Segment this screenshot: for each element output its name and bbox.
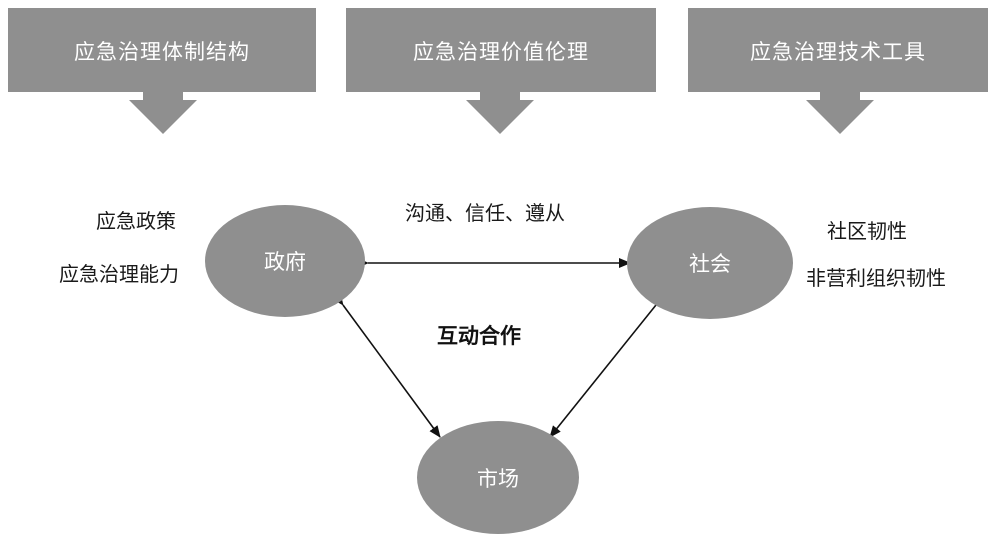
node-government: 政府 <box>205 205 365 317</box>
note-community-resilience: 社区韧性 <box>827 219 907 243</box>
node-government-label: 政府 <box>264 250 306 274</box>
node-market: 市场 <box>417 421 579 534</box>
note-nonprofit-resilience: 非营利组织韧性 <box>806 266 946 290</box>
header-box-structure: 应急治理体制结构 <box>8 8 316 92</box>
link-society-market <box>549 293 667 438</box>
node-society: 社会 <box>627 207 793 319</box>
header-label-values: 应急治理价值伦理 <box>413 40 589 64</box>
label-interactive-cooperation: 互动合作 <box>437 324 521 348</box>
header-label-structure: 应急治理体制结构 <box>74 40 250 64</box>
note-emergency-policy: 应急政策 <box>96 209 176 233</box>
header-label-tools: 应急治理技术工具 <box>750 40 926 64</box>
link-government-market <box>332 293 441 438</box>
header-box-values: 应急治理价值伦理 <box>346 8 656 92</box>
note-governance-capacity: 应急治理能力 <box>59 262 179 286</box>
header-box-tools: 应急治理技术工具 <box>688 8 988 92</box>
node-market-label: 市场 <box>477 466 519 491</box>
note-communication-trust-compliance: 沟通、信任、遵从 <box>405 201 565 225</box>
node-society-label: 社会 <box>689 252 731 276</box>
